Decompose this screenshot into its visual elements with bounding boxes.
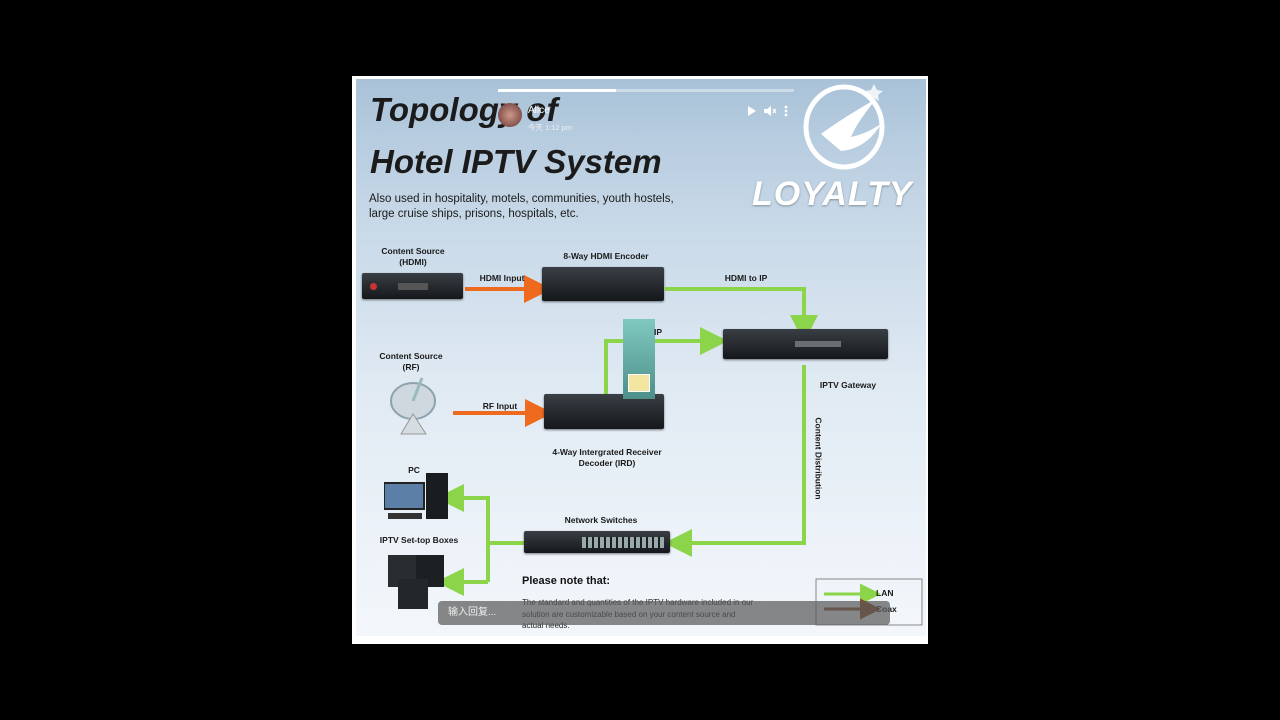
story-frame: Topology of Hotel IPTV System Also used …: [352, 76, 928, 644]
label-set-top-boxes: IPTV Set-top Boxes: [379, 535, 459, 545]
avatar[interactable]: [498, 103, 522, 127]
label-pc: PC: [408, 465, 420, 475]
label-content-distribution: Content Distribution: [813, 417, 824, 500]
story-time: 今天 1:12 pm: [528, 123, 573, 132]
loyalty-logo-icon: [803, 84, 885, 170]
iptv-gateway-device: [723, 329, 888, 359]
mute-icon[interactable]: [763, 104, 777, 118]
label-rf-to-ip: IP: [654, 327, 663, 337]
more-options-icon[interactable]: [782, 104, 790, 118]
slide-subtitle: Also used in hospitality, motels, commun…: [369, 193, 674, 220]
label-ird: 4-Way Intergrated Receiver Decoder (IRD): [552, 447, 662, 468]
overlay-sticker: [623, 319, 655, 399]
legend-lan-label: LAN: [876, 588, 894, 598]
label-hdmi-to-ip: HDMI to IP: [724, 273, 768, 283]
sticker-icon: [628, 374, 650, 392]
label-content-source-rf: Content Source (RF): [379, 351, 443, 372]
story-progress-fill: [498, 89, 617, 92]
note-title: Please note that:: [522, 575, 611, 587]
slide-title-line1: Topology of: [370, 91, 558, 128]
label-hdmi-input: HDMI Input: [479, 273, 525, 283]
label-encoder: 8-Way HDMI Encoder: [563, 251, 649, 261]
slide-title-line2: Hotel IPTV System: [370, 143, 662, 180]
network-switch-device: [524, 531, 670, 553]
pc-icon: [384, 473, 448, 519]
label-network-switches: Network Switches: [564, 515, 638, 525]
hdmi-source-device: [362, 273, 463, 299]
label-iptv-gateway: IPTV Gateway: [819, 380, 877, 390]
reply-input[interactable]: 输入回复...: [438, 601, 890, 625]
story-progress-bar: [498, 89, 794, 92]
brand-name: LOYALTY: [752, 175, 913, 213]
ird-device: [544, 394, 664, 429]
play-icon[interactable]: [746, 104, 758, 118]
hdmi-encoder-device: [542, 267, 664, 301]
slide: Topology of Hotel IPTV System Also used …: [356, 79, 926, 636]
story-user-name[interactable]: Alice: [528, 105, 550, 116]
satellite-dish-icon: [390, 377, 436, 435]
set-top-box-icon: [388, 555, 444, 609]
label-rf-input: RF Input: [482, 401, 518, 411]
label-content-source-hdmi: Content Source (HDMI): [381, 246, 445, 267]
